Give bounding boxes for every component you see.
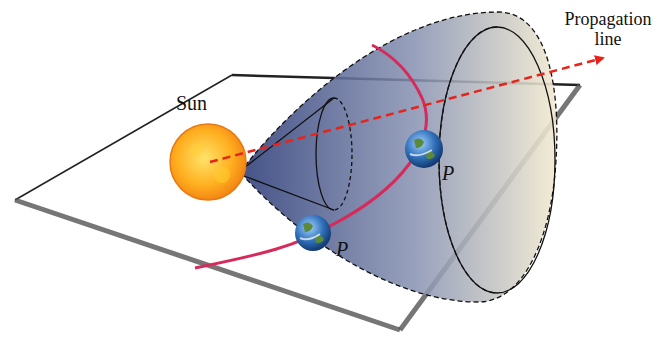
inner-cone xyxy=(244,98,334,210)
sun-spot xyxy=(214,167,230,183)
earth xyxy=(405,130,443,168)
sun-label: Sun xyxy=(176,92,207,114)
point-label: P xyxy=(336,238,348,260)
sun xyxy=(170,124,246,200)
sun-spot xyxy=(190,144,202,156)
point-label: P xyxy=(442,162,454,184)
axis-label: Propagation line xyxy=(558,10,658,50)
cme-front xyxy=(439,27,555,293)
cme-front-back xyxy=(439,27,497,293)
inner-cone-ring-back xyxy=(334,98,352,210)
earth xyxy=(295,215,331,251)
cme-cloud xyxy=(240,12,557,302)
inner-cone-ring xyxy=(316,98,334,210)
